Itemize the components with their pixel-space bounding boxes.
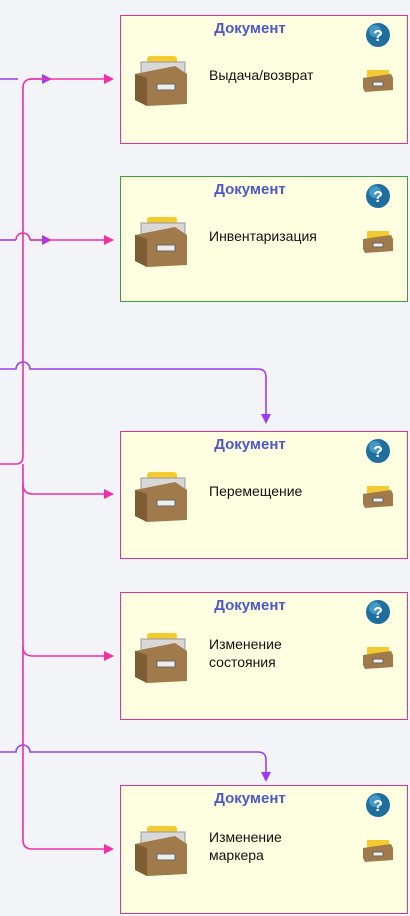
folder-drawer-icon — [135, 826, 187, 876]
help-icon[interactable]: ? — [365, 599, 391, 625]
help-icon[interactable]: ? — [365, 438, 391, 464]
help-icon[interactable]: ? — [365, 183, 391, 209]
block-label: Выдача/возврат — [209, 67, 314, 83]
folder-drawer-icon — [135, 217, 187, 267]
block-label: Инвентаризация — [209, 228, 317, 244]
drawer-icon[interactable] — [361, 645, 395, 671]
document-block-state-change[interactable]: Документ ? Изменение состояния — [120, 592, 408, 720]
svg-text:?: ? — [373, 444, 383, 461]
block-label: Изменение состояния — [209, 636, 282, 670]
block-title: Документ — [214, 20, 286, 37]
document-block-issue-return[interactable]: Документ ? Выдача/возврат — [120, 15, 408, 144]
svg-text:?: ? — [373, 605, 383, 622]
block-title: Документ — [214, 790, 286, 807]
svg-text:?: ? — [373, 28, 383, 45]
document-block-inventory[interactable]: Документ ? Инвентаризация — [120, 176, 408, 302]
block-label: Перемещение — [209, 483, 303, 499]
svg-text:?: ? — [373, 189, 383, 206]
document-block-marker-change[interactable]: Документ ? Изменение маркера — [120, 785, 408, 914]
block-title: Документ — [214, 436, 286, 453]
document-block-move[interactable]: Документ ? Перемещение — [120, 431, 408, 559]
block-label: Изменение маркера — [209, 829, 282, 863]
block-title: Документ — [214, 597, 286, 614]
drawer-icon[interactable] — [361, 484, 395, 510]
folder-drawer-icon — [135, 56, 187, 106]
help-icon[interactable]: ? — [365, 22, 391, 48]
drawer-icon[interactable] — [361, 68, 395, 94]
folder-drawer-icon — [135, 472, 187, 522]
drawer-icon[interactable] — [361, 229, 395, 255]
block-title: Документ — [214, 181, 286, 198]
help-icon[interactable]: ? — [365, 792, 391, 818]
folder-drawer-icon — [135, 633, 187, 683]
drawer-icon[interactable] — [361, 838, 395, 864]
svg-text:?: ? — [373, 798, 383, 815]
